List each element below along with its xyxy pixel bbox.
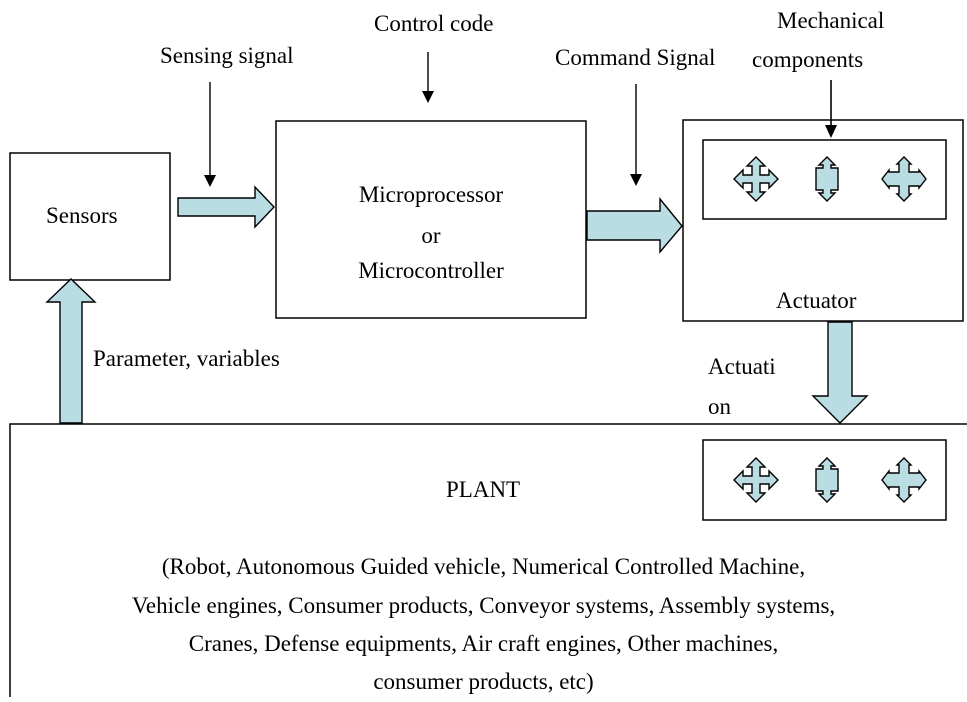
plant-description-line1: (Robot, Autonomous Guided vehicle, Numer…	[161, 554, 806, 579]
actuation-label-line1: Actuati	[708, 354, 776, 379]
plant-title: PLANT	[446, 477, 521, 502]
plant-description-line2: Vehicle engines, Consumer products, Conv…	[131, 593, 836, 618]
micro-to-actuator-arrow	[586, 197, 683, 254]
sensors-box	[9, 152, 171, 281]
control-code-label: Control code	[374, 11, 494, 36]
command-signal-arrow	[630, 84, 642, 186]
sensing-signal-label: Sensing signal	[160, 43, 294, 68]
sensors-to-micro-arrow	[177, 185, 275, 229]
sensing-signal-arrow	[204, 82, 216, 187]
microprocessor-label: Microprocessor	[358, 182, 504, 207]
actuation-down-arrow	[811, 321, 869, 424]
or-label: or	[421, 223, 441, 248]
plant-box	[9, 423, 967, 697]
mechanical-components-arrow	[825, 80, 837, 138]
microprocessor-box	[275, 120, 587, 319]
parameter-variables-label: Parameter, variables	[93, 346, 280, 371]
control-code-arrow	[422, 52, 434, 103]
plant-description-line4: consumer products, etc)	[373, 669, 594, 694]
sensors-label: Sensors	[46, 203, 118, 228]
parameter-up-arrow	[45, 278, 97, 424]
plant-description-line3: Cranes, Defense equipments, Air craft en…	[188, 631, 779, 656]
mechanical-label-line1: Mechanical	[777, 8, 885, 33]
actuator-label: Actuator	[776, 288, 857, 313]
mechanical-label-line2: components	[752, 47, 864, 72]
actuation-label-line2: on	[708, 394, 731, 419]
command-signal-label: Command Signal	[555, 45, 716, 70]
microcontroller-label: Microcontroller	[358, 258, 504, 283]
